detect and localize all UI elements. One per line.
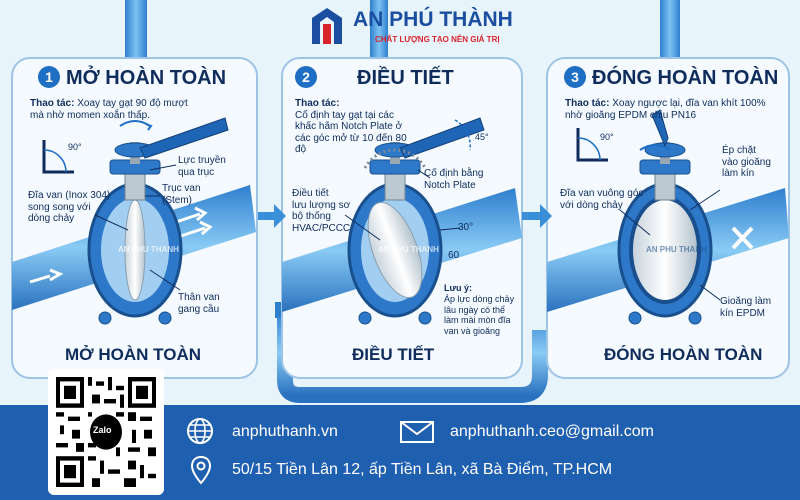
panel-2-bottom-title: ĐIỀU TIẾT — [352, 345, 435, 364]
brand-logo-mark-icon — [312, 8, 342, 44]
label-notch-plate: Cố định bằng Notch Plate — [424, 168, 484, 191]
panel-3-instruction: Thao tác: Xoay ngược lại, đĩa van khít 1… — [565, 98, 775, 121]
label-epdm-gasket: Gioăng làm kín EPDM — [720, 296, 772, 319]
panel-1-note-text: Xoay tay gạt 90 độ mượt mà nhờ momen xoắ… — [30, 98, 188, 121]
zalo-qr-code[interactable]: Zalo — [48, 369, 164, 495]
label-disc-closed: Đĩa van vuông góc với dòng chảy — [560, 188, 644, 211]
panel-1-instruction: Thao tác: Xoay tay gạt 90 độ mượt mà nhờ… — [30, 98, 200, 121]
step-number-3: 3 — [564, 66, 586, 88]
step-number-1: 1 — [38, 66, 60, 88]
panel-1-title: 1 MỞ HOÀN TOÀN — [38, 66, 226, 90]
panel-2-note-text: Cố định tay gạt tại các khấc hãm Notch P… — [295, 109, 407, 156]
blocked-flow-x-icon — [731, 226, 754, 250]
label-press-gasket: Ép chặt vào gioăng làm kín — [722, 145, 771, 179]
address-text: 50/15 Tiền Lân 12, ấp Tiền Lân, xã Bà Đi… — [232, 461, 613, 478]
panel-3-note-text: Xoay ngược lại, đĩa van khít 100% nhờ gi… — [565, 98, 766, 121]
watermark-3: AN PHU THANH — [646, 245, 707, 254]
arrow-right-1 — [258, 204, 286, 228]
panel-3-valve — [576, 109, 721, 325]
website-link[interactable]: anphuthanh.vn — [232, 423, 338, 440]
panel-1-angle: 90° — [68, 142, 82, 152]
label-regulate-flow: Điều tiết lưu lượng sơ bộ thống HVAC/PCC… — [292, 188, 351, 234]
pipe-top-3 — [660, 0, 680, 62]
qr-pattern — [56, 377, 156, 487]
step-number-2: 2 — [295, 66, 317, 88]
globe-icon — [187, 418, 213, 444]
brand-name: AN PHÚ THÀNH — [353, 8, 513, 31]
label-caution-text: Áp lực dòng chảy lâu ngày có thể làm mài… — [444, 294, 515, 336]
panel-2-title-text: ĐIỀU TIẾT — [357, 67, 454, 89]
panel-1-title-text: MỞ HOÀN TOÀN — [66, 67, 227, 89]
panel-2-instruction: Thao tác:Cố định tay gạt tại các khấc hã… — [295, 98, 417, 156]
brand-tagline: CHẤT LƯỢNG TẠO NÊN GIÁ TRỊ — [375, 35, 500, 44]
label-disc-open: Đĩa van (Inox 304) song song với dòng ch… — [28, 190, 111, 224]
panel-2-note-label: Thao tác: — [295, 98, 340, 109]
zalo-label: Zalo — [93, 425, 112, 435]
label-valve-body: Thân van gang cầu — [178, 292, 220, 315]
panel-2-title: 2 ĐIỀU TIẾT — [295, 66, 454, 90]
mail-icon — [400, 421, 434, 443]
panel-1-note-label: Thao tác: — [30, 98, 75, 109]
panel-1-valve — [42, 117, 229, 325]
panel-3-title-text: ĐÓNG HOÀN TOÀN — [592, 67, 779, 89]
pipe-top-1 — [125, 0, 147, 62]
label-force-transmission: Lực truyền qua trục — [178, 155, 226, 178]
label-stem: Trục van (Stem) — [162, 183, 201, 206]
location-pin-icon — [190, 455, 212, 485]
pipe-top-2 — [370, 0, 388, 62]
label-caution-title: Lưu ý: — [444, 283, 472, 294]
panel-3-note-label: Thao tác: — [565, 98, 610, 109]
panel-3-title: 3 ĐÓNG HOÀN TOÀN — [564, 66, 778, 90]
watermark-2: AN PHU THANH — [378, 245, 439, 254]
brand-logo: AN PHÚ THÀNH CHẤT LƯỢNG TẠO NÊN GIÁ TRỊ — [305, 4, 525, 52]
arrow-right-2 — [522, 204, 552, 228]
label-angle-30: 30° — [458, 222, 474, 233]
panel-2-valve — [344, 117, 485, 325]
caution-label: Lưu ý: — [444, 283, 473, 293]
panel-1-bottom-title: MỞ HOÀN TOÀN — [65, 345, 202, 364]
email-link[interactable]: anphuthanh.ceo@gmail.com — [450, 423, 654, 440]
pipe-bottom-network — [277, 310, 548, 403]
panel-2-angle: 45° — [475, 132, 489, 142]
watermark-1: AN PHU THANH — [118, 245, 179, 254]
panel-3-bottom-title: ĐÓNG HOÀN TOÀN — [604, 345, 763, 364]
panel-3-angle: 90° — [600, 132, 614, 142]
label-angle-60: 60 — [448, 250, 460, 261]
